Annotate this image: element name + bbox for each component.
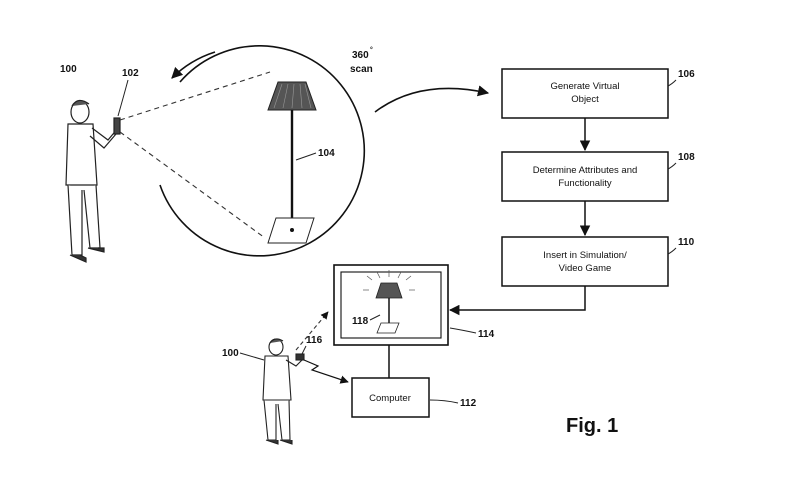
leader-104 (295, 152, 317, 161)
insert-line1: Insert in Simulation/ (543, 250, 627, 261)
ref-102: 102 (122, 68, 139, 79)
ref-112: 112 (460, 398, 477, 409)
box-insert: Insert in Simulation/ Video Game (501, 236, 669, 287)
display-monitor (333, 264, 449, 346)
box-determine: Determine Attributes and Functionality (501, 151, 669, 202)
ref-116: 116 (306, 335, 323, 346)
ref-114: 114 (478, 329, 495, 340)
ref-106: 106 (678, 69, 695, 80)
floor-lamp (267, 81, 317, 244)
arrow-to-generate (374, 85, 490, 113)
generate-line1: Generate Virtual (550, 81, 619, 92)
ref-104: 104 (318, 148, 335, 159)
ref-100-top: 100 (60, 64, 77, 75)
leader-114 (449, 327, 477, 334)
generate-line2: Object (571, 94, 599, 105)
leader-106 (667, 79, 677, 87)
figure-title: Fig. 1 (566, 415, 618, 437)
box-computer: Computer (351, 377, 430, 418)
leader-112 (429, 399, 459, 404)
ref-118: 118 (352, 316, 369, 327)
leader-102 (117, 79, 129, 117)
scan-word: scan (350, 64, 373, 75)
arrow-insert-display (448, 286, 586, 316)
leader-100-bottom (239, 352, 265, 361)
determine-line2: Functionality (558, 178, 612, 189)
determine-line1: Determine Attributes and (533, 165, 638, 176)
scan-line-upper (119, 71, 271, 121)
scan-circle (159, 45, 366, 257)
degree-symbol: ° (370, 46, 373, 54)
pointer-line (295, 311, 329, 351)
leader-116 (301, 345, 307, 355)
leader-108 (667, 162, 677, 170)
scan-degrees: 360 (352, 50, 369, 61)
wireless-link (303, 359, 349, 384)
ref-108: 108 (678, 152, 695, 163)
user-figure-bottom (262, 338, 305, 445)
user-figure-top (65, 99, 121, 263)
leader-110 (667, 247, 677, 255)
leader-118 (369, 314, 381, 321)
computer-label: Computer (369, 393, 411, 404)
ref-100-bottom: 100 (222, 348, 239, 359)
scan-arrow (171, 51, 216, 79)
scan-line-lower (119, 131, 266, 239)
insert-line2: Video Game (559, 263, 612, 274)
box-generate: Generate Virtual Object (501, 68, 669, 119)
ref-110: 110 (678, 237, 695, 248)
